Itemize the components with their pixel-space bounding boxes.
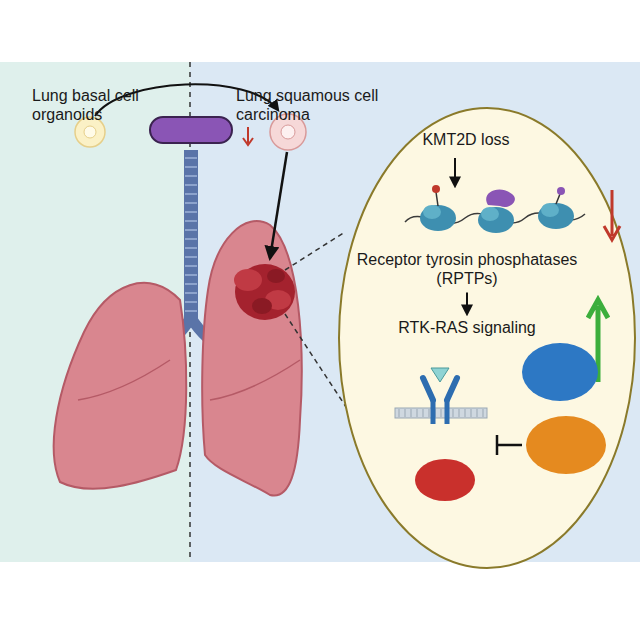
flow-arrow <box>466 292 468 314</box>
node-text: KMT2D loss <box>422 130 509 149</box>
node-text: Receptor tyrosin phosphatases (RPTPs) <box>346 250 588 288</box>
inhibition-line <box>497 435 522 455</box>
receptor <box>395 368 487 424</box>
panel-label: Lung basal cell organoids <box>32 86 162 124</box>
panel-label: Lung squamous cell carcinoma <box>236 86 396 124</box>
decrease-arrow <box>243 127 253 145</box>
text-node: Receptor tyrosin phosphatases (RPTPs) <box>342 248 592 290</box>
tumor <box>234 264 295 320</box>
node-text: RTK-RAS signaling <box>398 318 536 337</box>
right-lung <box>202 221 302 495</box>
orange-protein <box>526 416 606 474</box>
arrow <box>454 158 456 186</box>
blue-protein <box>522 343 598 401</box>
nucleosomes <box>405 185 585 233</box>
engraft-arrow <box>270 152 287 258</box>
kmt2d-capsule <box>150 117 232 143</box>
text-node: KMT2D loss <box>418 128 513 151</box>
decrease-arrow <box>604 190 620 240</box>
text-node: RTK-RAS signaling <box>394 316 540 339</box>
left-lung <box>54 283 187 489</box>
red-protein <box>415 459 475 501</box>
zoom-line <box>285 232 345 270</box>
cell-callout <box>339 108 635 568</box>
